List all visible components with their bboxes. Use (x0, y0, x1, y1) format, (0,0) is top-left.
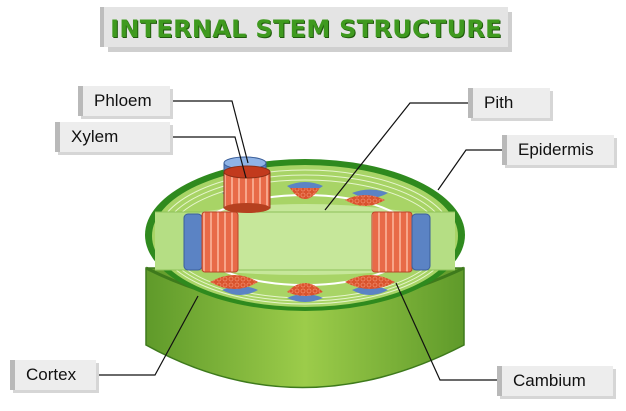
cambium-label-text: Cambium (513, 371, 586, 390)
raised-vascular-bundle (223, 156, 271, 213)
epidermis-leader (437, 149, 502, 191)
cortex-leader (96, 295, 199, 376)
phloem-leader (170, 100, 249, 164)
leader-lines (96, 100, 502, 381)
title-banner: INTERNAL STEM STRUCTURE (100, 7, 508, 47)
vascular-bundle-right (371, 211, 431, 273)
pith-label-text: Pith (484, 93, 514, 112)
page-title: INTERNAL STEM STRUCTURE (110, 15, 502, 43)
vascular-bundle-left (183, 211, 239, 273)
xylem-leader (170, 136, 247, 179)
cambium-leader (395, 282, 497, 381)
cortex-label: Cortex (10, 360, 96, 390)
vascular-bundles-bottom (210, 275, 395, 302)
cortex-label-text: Cortex (26, 365, 77, 384)
xylem-label: Xylem (55, 122, 170, 152)
pith-leader (324, 102, 468, 211)
epidermis-label: Epidermis (502, 135, 614, 165)
phloem-label: Phloem (78, 86, 170, 116)
phloem-label-text: Phloem (94, 91, 152, 110)
pith-label: Pith (468, 88, 550, 118)
xylem-label-text: Xylem (71, 127, 119, 146)
cambium-label: Cambium (497, 366, 613, 396)
epidermis-label-text: Epidermis (518, 140, 594, 159)
